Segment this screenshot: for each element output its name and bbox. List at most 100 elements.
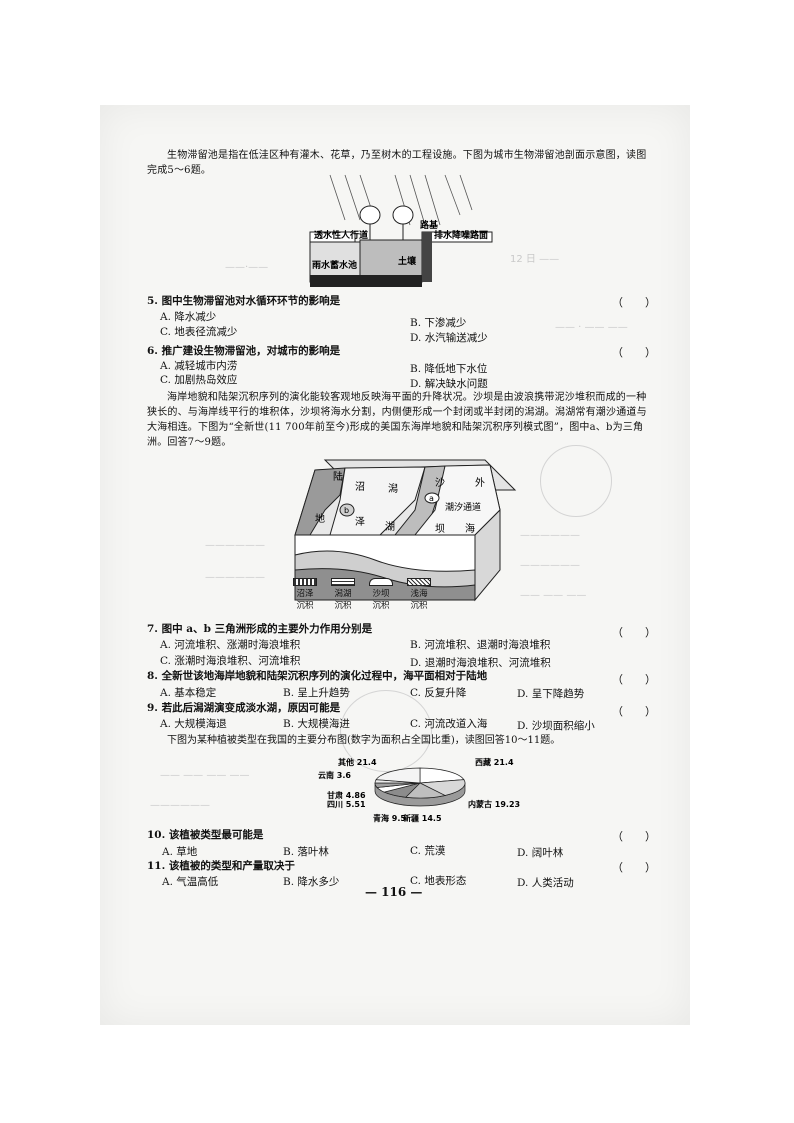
q6-answer-parens: （ ） <box>612 346 656 359</box>
q9-option-d: D. 沙坝面积缩小 <box>517 720 595 732</box>
pie-label-5: 甘肃 4.86 <box>327 790 366 800</box>
curb <box>422 232 432 282</box>
q8-option-d: D. 呈下降趋势 <box>517 688 585 700</box>
label-wai: 外 <box>475 477 485 489</box>
legend-item-sandbar: 沙坝 沉积 <box>366 578 396 611</box>
label-xie: 潟 <box>388 482 398 495</box>
q11-option-a: A. 气温高低 <box>162 876 219 888</box>
legend-swatch-lagoon <box>331 578 355 586</box>
label-hai: 海 <box>465 522 475 535</box>
legend-label: 沉积 <box>296 601 314 611</box>
legend-swatch-shallow-sea <box>407 578 431 586</box>
legend-swatch-marsh <box>293 578 317 586</box>
legend-swatch-sandbar <box>369 578 393 586</box>
q10-answer-parens: （ ） <box>612 830 656 843</box>
q8-option-c: C. 反复升降 <box>410 687 467 699</box>
q9-answer-parens: （ ） <box>612 705 656 718</box>
q11-option-d: D. 人类活动 <box>517 877 574 889</box>
pie-label-3: 青海 9.5 <box>373 813 406 823</box>
q7-option-d: D. 退潮时海浪堆积、河流堆积 <box>410 657 551 669</box>
q9-option-a: A. 大规模海退 <box>160 718 227 730</box>
legend-item-shallow-sea: 浅海 沉积 <box>404 578 434 611</box>
label-road: 排水降噪路面 <box>434 229 488 241</box>
q10-option-c: C. 荒漠 <box>410 845 446 857</box>
fig2-legend: 沼泽 沉积 潟湖 沉积 沙坝 沉积 浅海 沉积 <box>290 578 470 611</box>
tree-right <box>392 205 414 240</box>
label-sha: 沙 <box>435 477 445 489</box>
q6-option-d: D. 解决缺水问题 <box>410 378 488 390</box>
q7-option-c: C. 涨潮时海浪堆积、河流堆积 <box>160 655 301 667</box>
label-zhao: 沼 <box>355 480 365 493</box>
intro-paragraph-1: 生物滞留池是指在低洼区种有灌木、花草，乃至树木的工程设施。下图为城市生物滞留池剖… <box>147 150 647 176</box>
q5-answer-parens: （ ） <box>612 296 656 309</box>
q9-stem: 9. 若此后潟湖演变成淡水湖，原因可能是 <box>147 702 341 714</box>
label-walkway: 透水性人行道 <box>314 229 368 241</box>
pie-slice-1 <box>418 779 466 796</box>
q10-option-b: B. 落叶林 <box>283 846 329 858</box>
q10-option-d: D. 阔叶林 <box>517 847 564 859</box>
q8-answer-parens: （ ） <box>612 673 656 686</box>
q6-option-a: A. 减轻城市内涝 <box>160 360 238 372</box>
q10-option-a: A. 草地 <box>162 846 198 858</box>
label-b: b <box>344 506 349 515</box>
q5-option-c: C. 地表径流减少 <box>160 326 238 338</box>
legend-label: 沼泽 <box>296 589 314 599</box>
intro-paragraph-2: 海岸地貌和陆架沉积序列的演化能较客观地反映海平面的升降状况。沙坝是由波浪携带泥沙… <box>147 392 647 448</box>
intro-paragraph-3: 下图为某种植被类型在我国的主要分布图(数字为面积占全国比重)，读图回答10～11… <box>167 735 561 746</box>
label-curb: 路基 <box>420 219 439 231</box>
label-soil: 土壤 <box>398 255 417 267</box>
q11-stem: 11. 该植被的类型和产量取决于 <box>147 860 295 872</box>
label-channel: 潮汐通道 <box>445 501 481 513</box>
tree-left <box>359 205 381 240</box>
q8-option-a: A. 基本稳定 <box>160 687 217 699</box>
q11-option-c: C. 地表形态 <box>410 875 467 887</box>
legend-item-lagoon: 潟湖 沉积 <box>328 578 358 611</box>
legend-label: 沉积 <box>410 601 428 611</box>
legend-label: 浅海 <box>410 589 428 599</box>
q11-option-b: B. 降水多少 <box>283 876 340 888</box>
q6-option-b: B. 降低地下水位 <box>410 363 488 375</box>
pie-label-7: 其他 21.4 <box>338 757 377 767</box>
q8-option-b: B. 呈上升趋势 <box>283 687 350 699</box>
q5-stem: 5. 图中生物滞留池对水循环环节的影响是 <box>147 295 341 307</box>
q10-stem: 10. 该植被类型最可能是 <box>147 829 264 841</box>
q5-option-b: B. 下渗减少 <box>410 317 467 329</box>
pie-slice-0 <box>419 767 465 784</box>
legend-item-marsh: 沼泽 沉积 <box>290 578 320 611</box>
label-lu: 陆 <box>333 470 343 483</box>
pie-label-4: 四川 5.51 <box>327 800 366 809</box>
label-a: a <box>429 494 434 503</box>
bioretention-diagram: 透水性人行道 路基 排水降噪路面 雨水蓄水池 土壤 <box>309 174 493 287</box>
delta-b <box>339 503 355 517</box>
pie-label-2: 新疆 14.5 <box>403 813 442 823</box>
q7-answer-parens: （ ） <box>612 626 656 639</box>
pie-slice-7 <box>375 767 421 784</box>
pie-label-1: 内蒙古 19.23 <box>468 799 520 809</box>
pie-label-0: 西藏 21.4 <box>475 757 514 767</box>
q5-option-d: D. 水汽输送减少 <box>410 332 488 344</box>
label-hu: 湖 <box>385 521 395 533</box>
q6-stem: 6. 推广建设生物滞留池，对城市的影响是 <box>147 345 341 357</box>
pie-label-6: 云南 3.6 <box>318 770 351 780</box>
label-storage: 雨水蓄水池 <box>312 259 357 271</box>
dark-base <box>310 275 422 287</box>
bleed-circle <box>340 690 432 772</box>
delta-a <box>424 492 440 504</box>
label-ba: 坝 <box>435 523 445 535</box>
page-number: — 116 — <box>365 885 423 899</box>
q9-option-c: C. 河流改道入海 <box>410 718 488 730</box>
label-ze: 泽 <box>355 516 365 528</box>
q11-answer-parens: （ ） <box>612 861 656 874</box>
q7-option-a: A. 河流堆积、涨潮时海浪堆积 <box>160 639 301 651</box>
label-di: 地 <box>315 512 325 525</box>
q6-option-c: C. 加剧热岛效应 <box>160 374 238 386</box>
q8-stem: 8. 全新世该地海岸地貌和陆架沉积序列的演化过程中，海平面相对于陆地 <box>147 670 488 682</box>
legend-label: 潟湖 <box>334 589 352 599</box>
bleed-circle <box>540 445 612 517</box>
q7-option-b: B. 河流堆积、退潮时海浪堆积 <box>410 639 551 651</box>
q9-option-b: B. 大规模海进 <box>283 718 350 730</box>
q5-option-a: A. 降水减少 <box>160 311 217 323</box>
q7-stem: 7. 图中 a、b 三角洲形成的主要外力作用分别是 <box>147 623 373 635</box>
legend-label: 沙坝 <box>372 589 390 599</box>
